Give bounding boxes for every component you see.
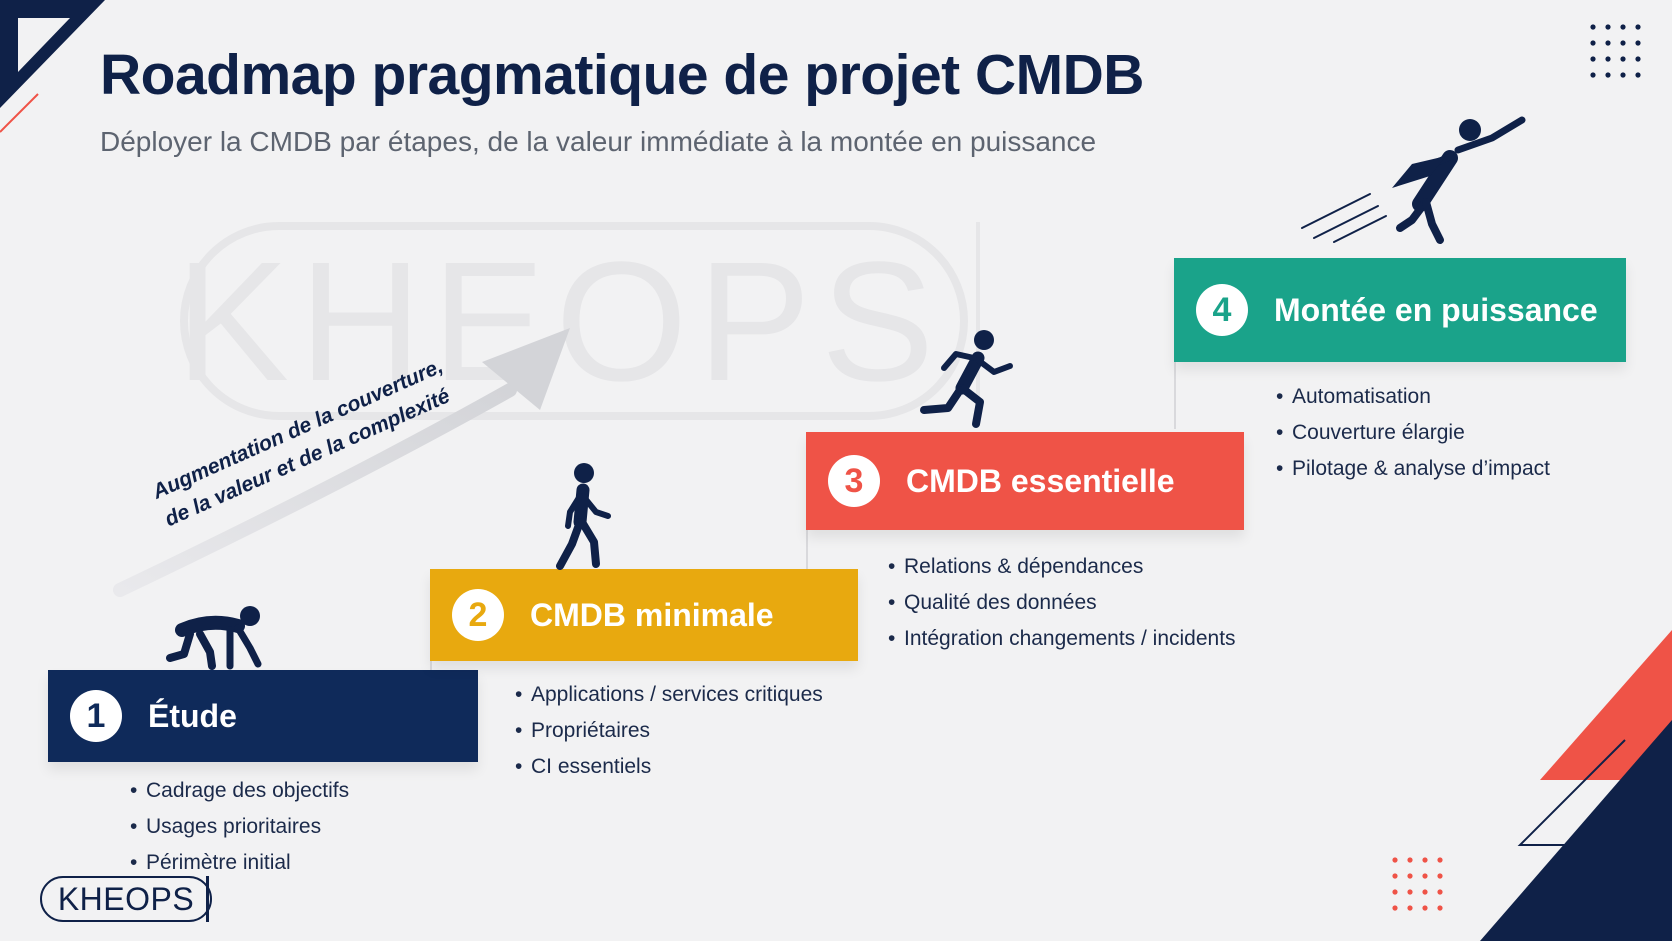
dot-grid-bottom-right bbox=[1392, 857, 1443, 911]
step-1-number: 1 bbox=[70, 690, 122, 742]
step-2-banner: 2 CMDB minimale bbox=[430, 569, 858, 661]
step-4-bullet: Automatisation bbox=[1276, 379, 1550, 415]
crawling-figure-icon bbox=[166, 606, 262, 670]
step-1-bullets: Cadrage des objectifs Usages prioritaire… bbox=[130, 773, 349, 881]
step-3-number: 3 bbox=[828, 455, 880, 507]
step-4-bullets: Automatisation Couverture élargie Pilota… bbox=[1276, 379, 1550, 487]
step-3-bullets: Relations & dépendances Qualité des donn… bbox=[888, 549, 1236, 657]
step-1-bullet: Périmètre initial bbox=[130, 845, 349, 881]
kheops-logo-bar bbox=[206, 876, 209, 922]
step-connector-3 bbox=[806, 527, 808, 569]
step-2-bullet: CI essentiels bbox=[515, 749, 823, 785]
step-4-number: 4 bbox=[1196, 284, 1248, 336]
running-figure-icon bbox=[920, 330, 1013, 428]
step-1-banner: 1 Étude bbox=[48, 670, 478, 762]
step-4-banner: 4 Montée en puissance bbox=[1174, 258, 1626, 362]
step-connector-4 bbox=[1174, 359, 1176, 429]
step-2-bullet: Propriétaires bbox=[515, 713, 823, 749]
step-3-bullet: Intégration changements / incidents bbox=[888, 621, 1236, 657]
dot-grid-top-right bbox=[1590, 24, 1641, 78]
corner-decoration-bottom-right bbox=[1480, 630, 1672, 941]
step-3-bullet: Relations & dépendances bbox=[888, 549, 1236, 585]
step-1-title: Étude bbox=[148, 697, 237, 734]
step-1-bullet: Usages prioritaires bbox=[130, 809, 349, 845]
corner-decoration-top-left bbox=[0, 0, 105, 133]
kheops-logo: KHEOPS bbox=[40, 876, 212, 922]
step-2-title: CMDB minimale bbox=[530, 596, 774, 633]
step-4-bullet: Pilotage & analyse d’impact bbox=[1276, 451, 1550, 487]
step-2-bullet: Applications / services critiques bbox=[515, 677, 823, 713]
walking-figure-icon bbox=[556, 463, 611, 570]
step-3-bullet: Qualité des données bbox=[888, 585, 1236, 621]
step-connector-2 bbox=[430, 658, 432, 670]
trend-arrow bbox=[113, 328, 570, 597]
page-subtitle: Déployer la CMDB par étapes, de la valeu… bbox=[100, 126, 1097, 157]
kheops-logo-text: KHEOPS bbox=[57, 880, 195, 917]
kheops-watermark: KHEOPS bbox=[180, 222, 980, 422]
step-3-banner: 3 CMDB essentielle bbox=[806, 432, 1244, 530]
flying-figure-icon bbox=[1301, 116, 1526, 244]
step-4-title: Montée en puissance bbox=[1274, 291, 1598, 328]
page-title: Roadmap pragmatique de projet CMDB bbox=[100, 43, 1144, 107]
step-2-bullets: Applications / services critiques Propri… bbox=[515, 677, 823, 785]
step-3-title: CMDB essentielle bbox=[906, 462, 1175, 499]
watermark-text: KHEOPS bbox=[180, 227, 944, 417]
step-2-number: 2 bbox=[452, 589, 504, 641]
step-4-bullet: Couverture élargie bbox=[1276, 415, 1550, 451]
step-1-bullet: Cadrage des objectifs bbox=[130, 773, 349, 809]
